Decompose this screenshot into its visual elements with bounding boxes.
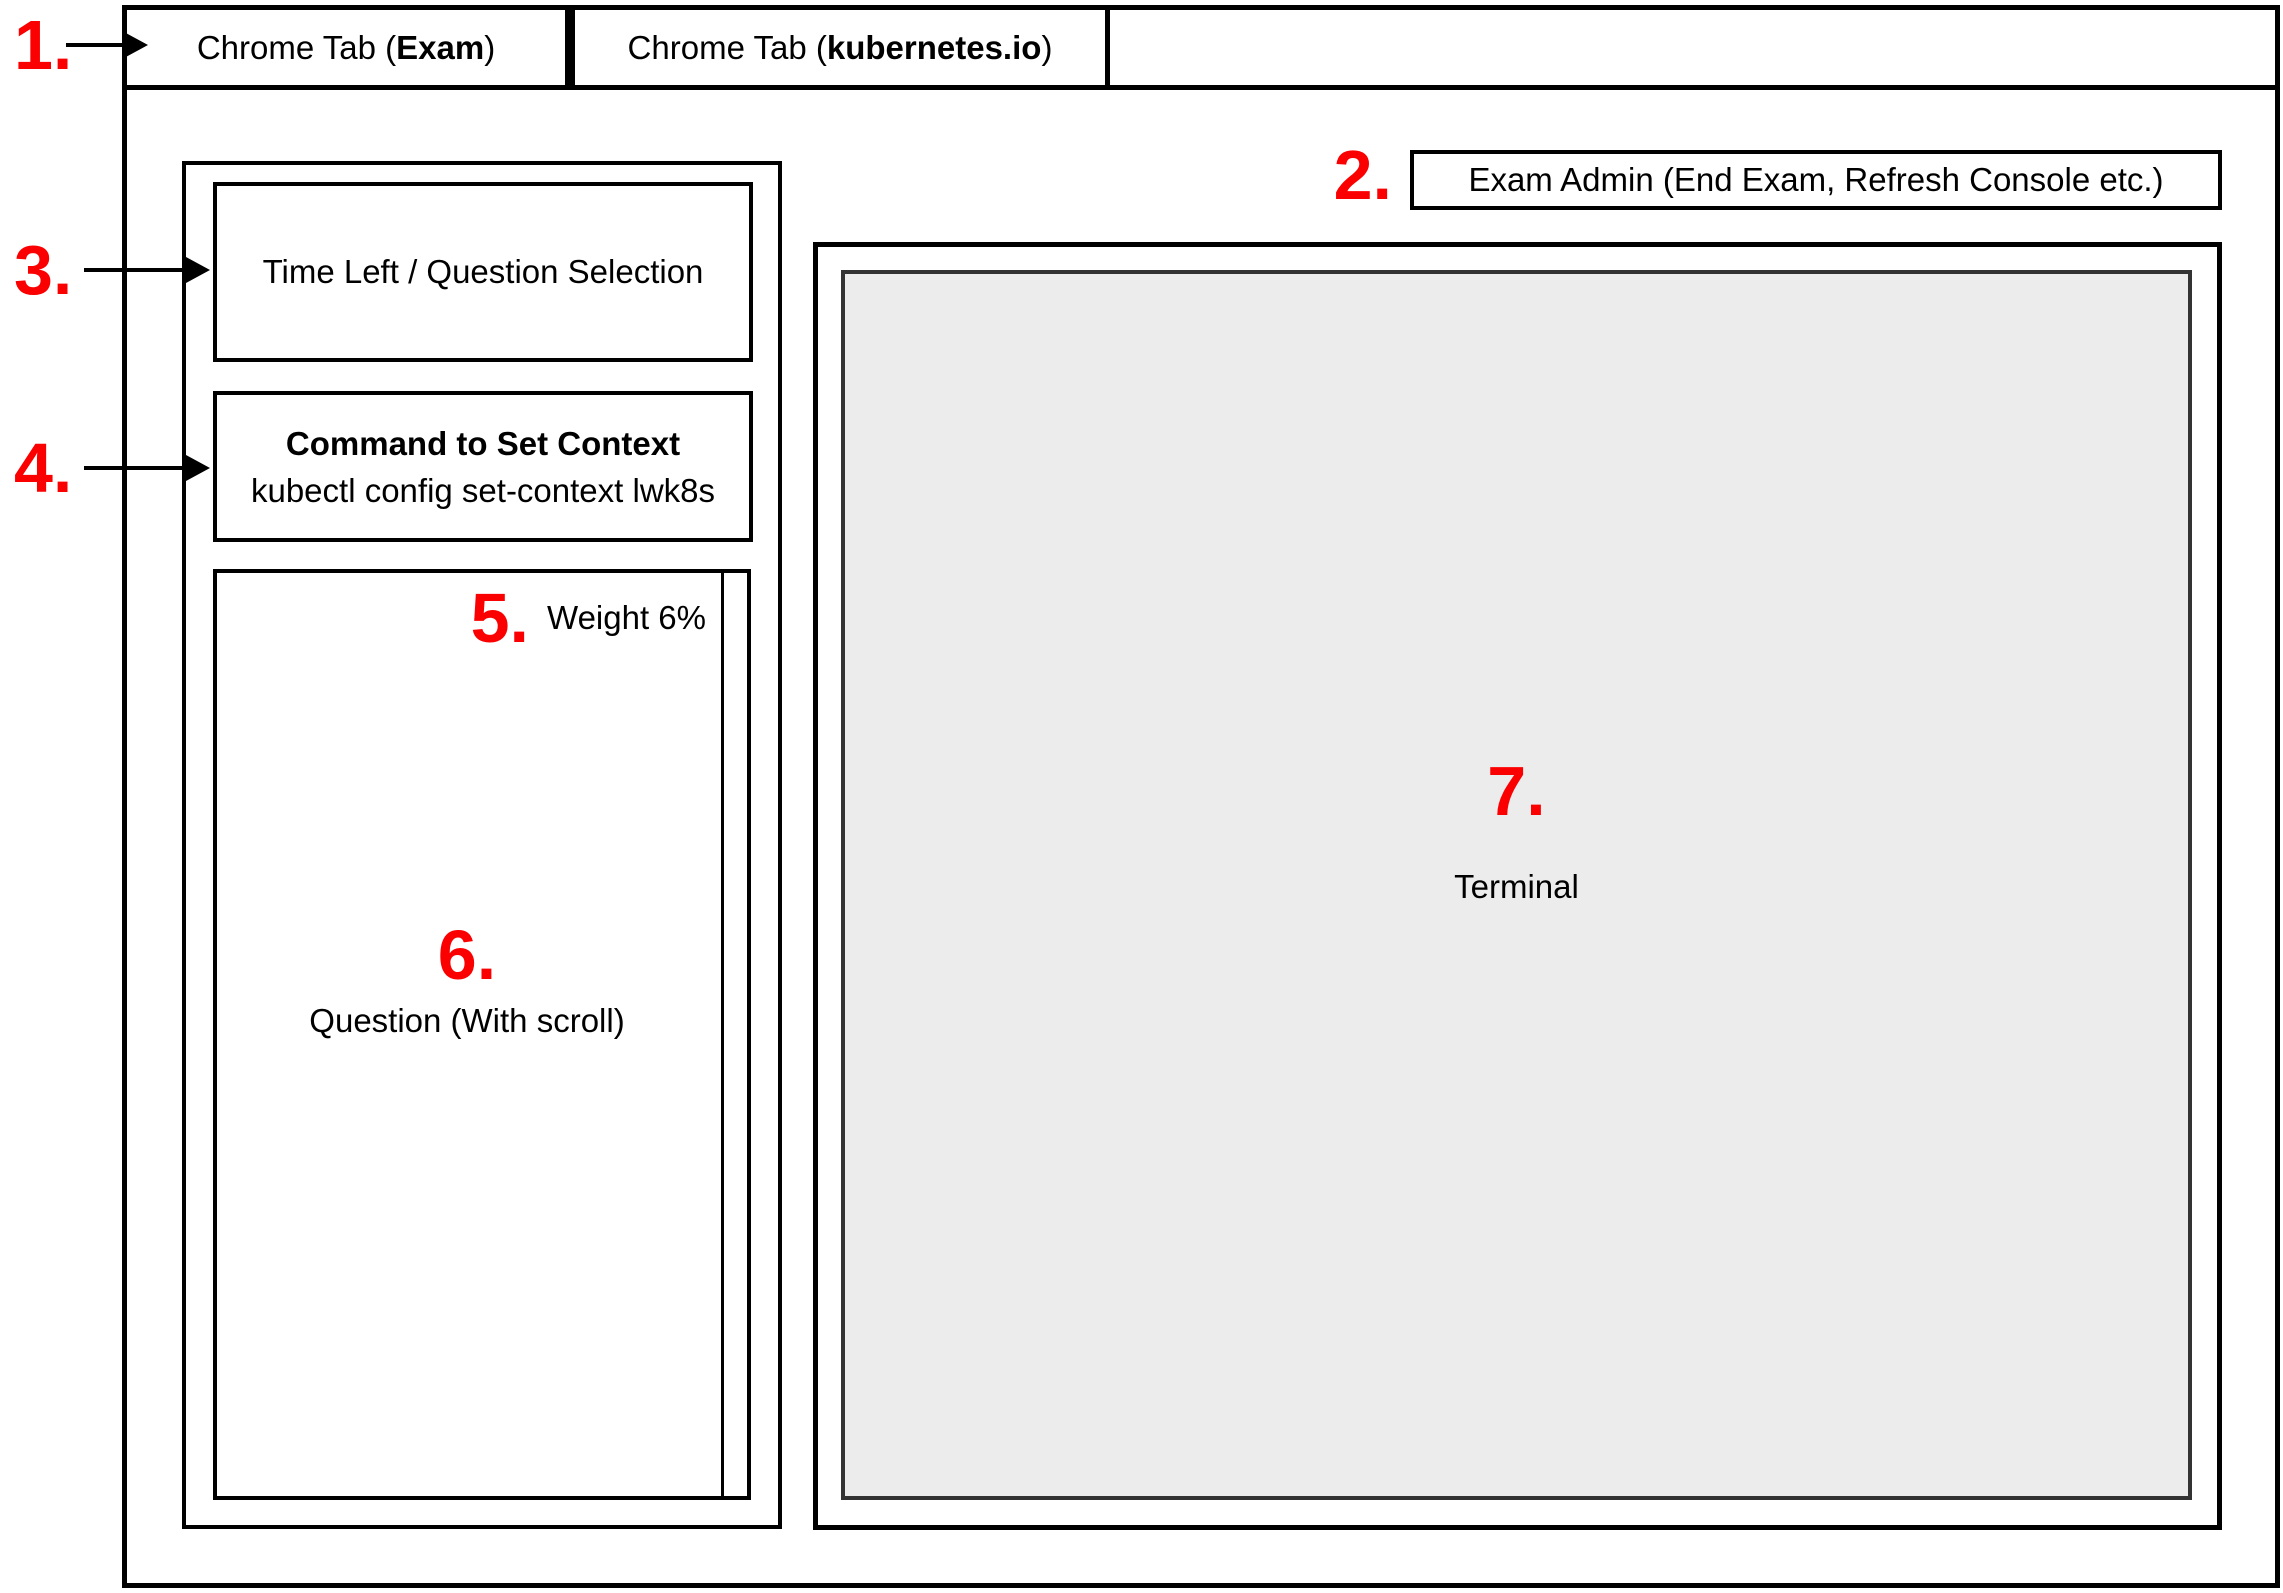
callout-number-7: 7. bbox=[1487, 752, 1546, 830]
context-command-box: Command to Set Context kubectl config se… bbox=[213, 391, 753, 542]
callout-number-3: 3. bbox=[14, 231, 73, 309]
callout-number-4: 4. bbox=[14, 429, 73, 507]
terminal-screen[interactable] bbox=[841, 270, 2192, 1500]
callout-arrow-3-head bbox=[186, 257, 210, 283]
time-left-box[interactable]: Time Left / Question Selection bbox=[213, 182, 753, 362]
exam-admin-label: Exam Admin (End Exam, Refresh Console et… bbox=[1468, 161, 2164, 199]
exam-admin-box[interactable]: Exam Admin (End Exam, Refresh Console et… bbox=[1410, 150, 2222, 210]
context-command-text: kubectl config set-context lwk8s bbox=[250, 471, 716, 509]
tab-exam-label: Chrome Tab (Exam) bbox=[196, 28, 496, 66]
callout-number-1: 1. bbox=[14, 6, 73, 84]
callout-arrow-3-shaft bbox=[84, 268, 188, 272]
callout-arrow-4-head bbox=[186, 455, 210, 481]
callout-arrow-1-shaft bbox=[66, 43, 128, 47]
tab-kubernetes-label: Chrome Tab (kubernetes.io) bbox=[627, 28, 1053, 66]
callout-arrow-4-shaft bbox=[84, 466, 188, 470]
time-left-label: Time Left / Question Selection bbox=[262, 253, 704, 291]
question-weight-row: 5. Weight 6% bbox=[213, 583, 706, 653]
browser-window-frame bbox=[122, 5, 2280, 1588]
callout-number-5: 5. bbox=[470, 579, 530, 657]
context-command-title: Command to Set Context bbox=[285, 424, 681, 462]
question-scrollbar[interactable] bbox=[721, 573, 724, 1496]
callout-number-6: 6. bbox=[437, 916, 497, 994]
tab-bar-divider bbox=[122, 85, 2280, 90]
callout-arrow-1-head bbox=[124, 32, 148, 58]
question-box bbox=[213, 569, 751, 1500]
callout-number-2: 2. bbox=[1333, 136, 1392, 214]
terminal-label: Terminal bbox=[1454, 868, 1579, 905]
tab-kubernetes[interactable]: Chrome Tab (kubernetes.io) bbox=[570, 5, 1110, 90]
question-weight-label: Weight 6% bbox=[547, 599, 706, 637]
question-body-label: Question (With scroll) bbox=[309, 1002, 625, 1039]
tab-exam[interactable]: Chrome Tab (Exam) bbox=[122, 5, 570, 90]
